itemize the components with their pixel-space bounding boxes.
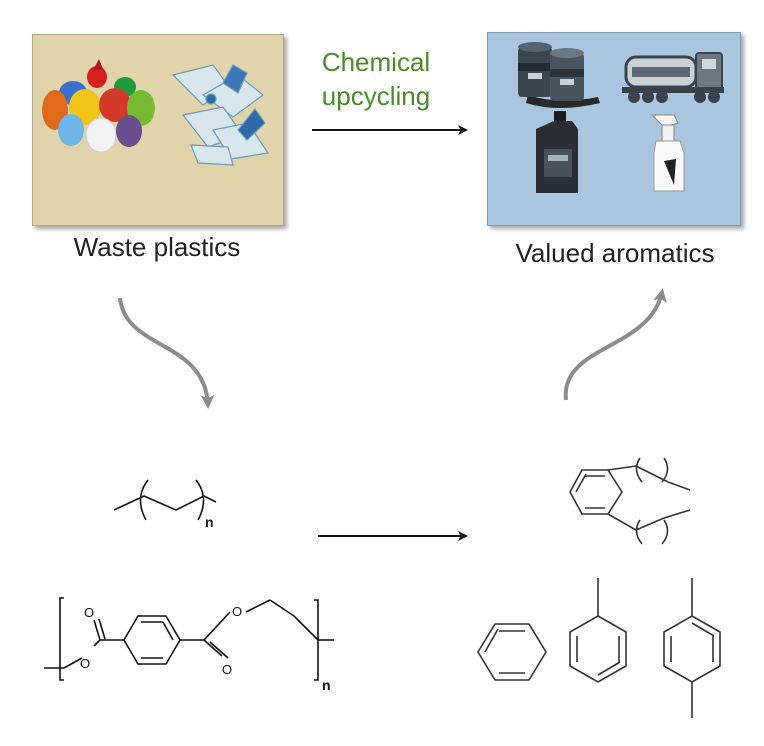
- waste-plastics-label: Waste plastics: [73, 232, 241, 262]
- polyethylene-structure: [113, 479, 217, 521]
- chemical-upcycling-line1: Chemical: [321, 47, 431, 77]
- pet-subscript: n: [322, 677, 331, 693]
- waste-plastics-panel: [32, 34, 284, 226]
- oil-barrels-icon: [518, 42, 600, 108]
- curved-arrow-down: [118, 297, 215, 409]
- tanker-truck-icon: [622, 52, 724, 103]
- curved-arrow-up: [563, 288, 667, 401]
- pet-carbonyl-oxygen-right: O: [222, 662, 232, 677]
- waste-plastics-image: [42, 59, 270, 166]
- pet-structure: [44, 597, 334, 681]
- ortho-alkylbenzene-structure: [569, 457, 691, 545]
- plastic-bottles-icon: [171, 64, 270, 166]
- benzene-structure: [477, 623, 547, 681]
- polyethylene-subscript: n: [205, 514, 214, 530]
- pet-carbonyl-oxygen-left: O: [84, 605, 94, 620]
- pet-ester-oxygen-left: O: [80, 656, 90, 671]
- toluene-structure: [569, 578, 627, 683]
- valued-aromatics-label: Valued aromatics: [515, 238, 715, 268]
- pet-ester-oxygen-right: O: [232, 604, 242, 619]
- valued-aromatics-panel: [487, 32, 741, 226]
- chemical-upcycling-line2: upcycling: [321, 81, 431, 111]
- garbage-bags-icon: [42, 59, 155, 153]
- spray-bottle-icon: [650, 114, 685, 192]
- motor-oil-bottle-icon: [536, 111, 578, 193]
- chemical-upcycling-label: Chemical upcycling: [296, 45, 456, 113]
- valued-aromatics-image: [518, 42, 724, 193]
- p-xylene-structure: [663, 578, 721, 718]
